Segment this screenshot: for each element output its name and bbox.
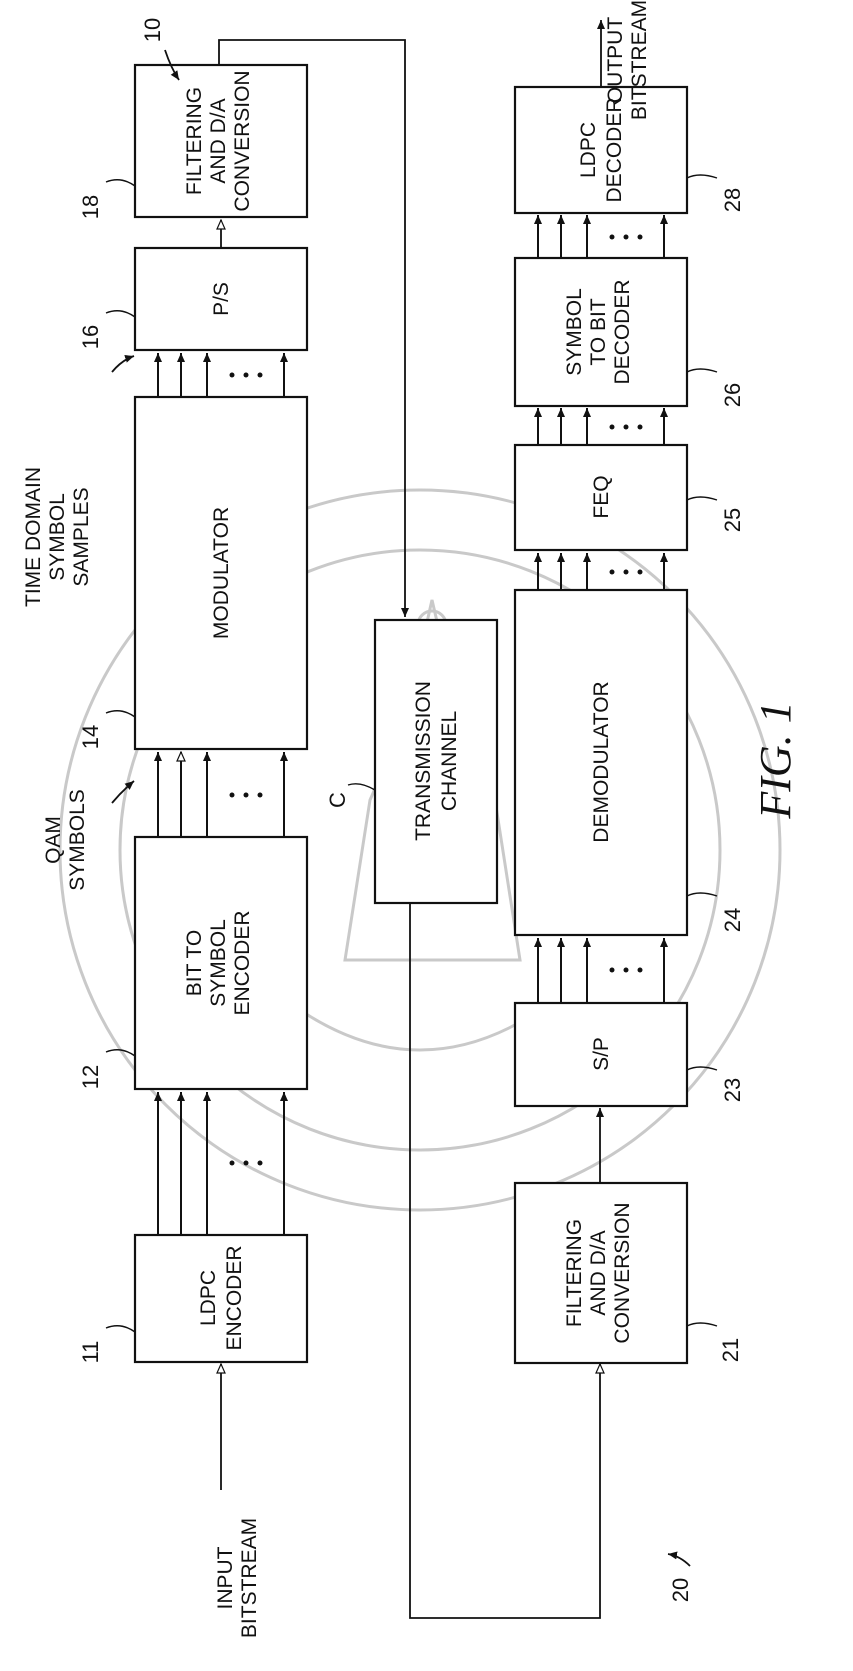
- output-label-line2: BITSTREAM: [628, 0, 651, 120]
- output-label-line1: OUTPUT: [604, 17, 627, 104]
- wire-transmitter-to-channel: [219, 40, 405, 617]
- figure-caption: FIG. 1: [751, 701, 800, 819]
- output-bitstream-label: OUTPUT BITSTREAM: [604, 0, 651, 120]
